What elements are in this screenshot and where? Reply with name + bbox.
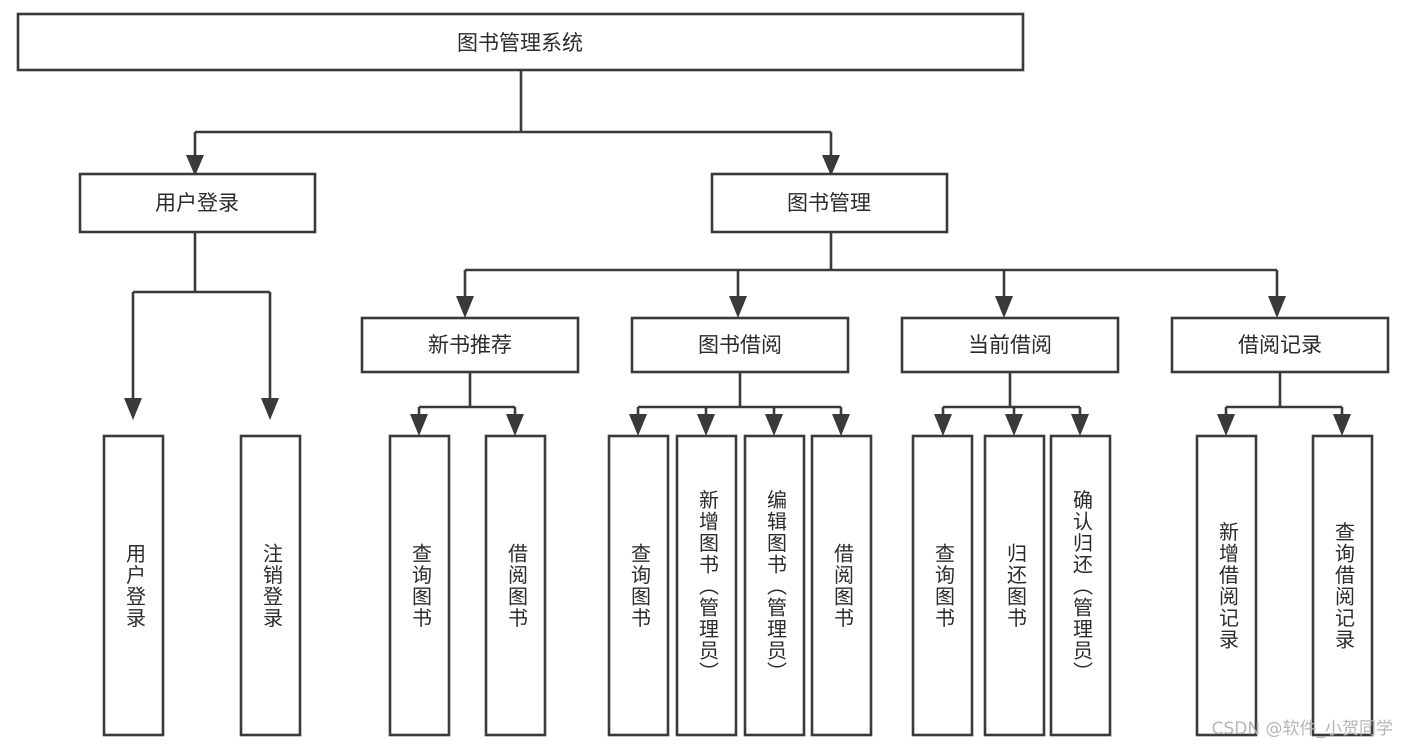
leaf-node-query-record[interactable]: 查询借阅记录 (1311, 434, 1374, 737)
leaf-edit-book-label: 编辑图书（管理员） (764, 489, 788, 683)
node-new-book-recommend[interactable]: 新书推荐 (360, 316, 580, 374)
leaf-query-book-3-label: 查询图书 (932, 543, 956, 629)
node-current-borrow[interactable]: 当前借阅 (900, 316, 1120, 374)
arrow-head-book-borrow (729, 296, 747, 318)
leaf-add-record-box[interactable] (1195, 434, 1258, 737)
node-book-manage-box[interactable] (710, 172, 949, 234)
connector-layer (124, 70, 1351, 436)
node-book-borrow[interactable]: 图书借阅 (630, 316, 850, 374)
leaf-borrow-book-2-box[interactable] (810, 434, 873, 737)
node-borrow-record[interactable]: 借阅记录 (1170, 316, 1390, 374)
leaf-return-book-box[interactable] (983, 434, 1046, 737)
leaf-add-record-label: 新增借阅记录 (1216, 521, 1240, 650)
leaf-node-return-book[interactable]: 归还图书 (983, 434, 1046, 737)
leaf-borrow-book-1-box[interactable] (484, 434, 547, 737)
leaf-query-book-2-box[interactable] (607, 434, 670, 737)
leaf-user-logout-box[interactable] (239, 434, 302, 737)
node-book-manage[interactable]: 图书管理 (710, 172, 949, 234)
node-root-label: 图书管理系统 (457, 31, 583, 55)
leaf-node-confirm-return[interactable]: 确认归还（管理员） (1049, 434, 1112, 737)
leaf-user-login-box[interactable] (102, 434, 165, 737)
leaf-node-borrow-book-2[interactable]: 借阅图书 (810, 434, 873, 737)
arrow-head-leaf-user-login (124, 398, 142, 420)
arrow-head-leaf-query-book-3 (934, 414, 952, 436)
node-new-book-recommend-label: 新书推荐 (428, 333, 512, 357)
leaf-node-add-book[interactable]: 新增图书（管理员） (675, 434, 738, 737)
node-user-login[interactable]: 用户登录 (78, 172, 317, 234)
node-user-login-box[interactable] (78, 172, 317, 234)
node-root[interactable]: 图书管理系统 (16, 12, 1025, 72)
arrow-head-new-book-recommend (456, 296, 474, 318)
leaf-user-login-label: 用户登录 (123, 543, 147, 629)
leaf-query-record-label: 查询借阅记录 (1332, 521, 1356, 650)
leaf-node-edit-book[interactable]: 编辑图书（管理员） (743, 434, 806, 737)
leaf-node-user-login[interactable]: 用户登录 (102, 434, 165, 737)
node-new-book-recommend-box[interactable] (360, 316, 580, 374)
leaf-user-logout-label: 注销登录 (260, 543, 284, 629)
arrow-head-leaf-add-record (1217, 414, 1235, 436)
leaf-node-query-book-3[interactable]: 查询图书 (911, 434, 974, 737)
leaf-add-book-box[interactable] (675, 434, 738, 737)
node-current-borrow-box[interactable] (900, 316, 1120, 374)
arrow-head-book-manage (822, 155, 840, 176)
node-borrow-record-box[interactable] (1170, 316, 1390, 374)
leaf-query-book-2-label: 查询图书 (628, 543, 652, 629)
node-book-borrow-label: 图书借阅 (698, 333, 782, 357)
arrow-head-leaf-edit-book (765, 414, 783, 436)
leaf-return-book-label: 归还图书 (1004, 543, 1028, 629)
arrow-head-current-borrow (995, 296, 1013, 318)
arrow-head-leaf-return-book (1005, 414, 1023, 436)
arrow-head-leaf-query-book-1 (410, 414, 428, 436)
leaf-query-book-1-label: 查询图书 (409, 543, 433, 629)
leaf-query-book-3-box[interactable] (911, 434, 974, 737)
node-book-borrow-box[interactable] (630, 316, 850, 374)
node-borrow-record-label: 借阅记录 (1238, 333, 1322, 357)
leaf-borrow-book-2-label: 借阅图书 (831, 543, 855, 629)
leaf-node-add-record[interactable]: 新增借阅记录 (1195, 434, 1258, 737)
leaf-confirm-return-box[interactable] (1049, 434, 1112, 737)
arrow-head-user-login (186, 155, 204, 176)
leaf-query-record-box[interactable] (1311, 434, 1374, 737)
leaf-confirm-return-label: 确认归还（管理员） (1070, 489, 1094, 683)
arrow-head-leaf-query-book-2 (629, 414, 647, 436)
leaf-borrow-book-1-label: 借阅图书 (505, 543, 529, 629)
leaf-node-user-logout[interactable]: 注销登录 (239, 434, 302, 737)
leaf-node-query-book-1[interactable]: 查询图书 (388, 434, 451, 737)
leaf-query-book-1-box[interactable] (388, 434, 451, 737)
leaf-add-book-label: 新增图书（管理员） (696, 489, 720, 683)
node-book-manage-label: 图书管理 (787, 191, 871, 215)
arrow-head-leaf-borrow-book-2 (832, 414, 850, 436)
node-root-box[interactable] (16, 12, 1025, 72)
arrow-head-leaf-user-logout (261, 398, 279, 420)
node-user-login-label: 用户登录 (155, 191, 239, 215)
arrow-head-borrow-record (1268, 296, 1286, 318)
leaf-node-borrow-book-1[interactable]: 借阅图书 (484, 434, 547, 737)
arrow-head-leaf-query-record (1333, 414, 1351, 436)
arrow-head-leaf-borrow-book-1 (506, 414, 524, 436)
node-current-borrow-label: 当前借阅 (968, 333, 1052, 357)
leaf-edit-book-box[interactable] (743, 434, 806, 737)
arrow-head-leaf-add-book (697, 414, 715, 436)
leaf-node-query-book-2[interactable]: 查询图书 (607, 434, 670, 737)
arrow-head-leaf-confirm-return (1071, 414, 1089, 436)
